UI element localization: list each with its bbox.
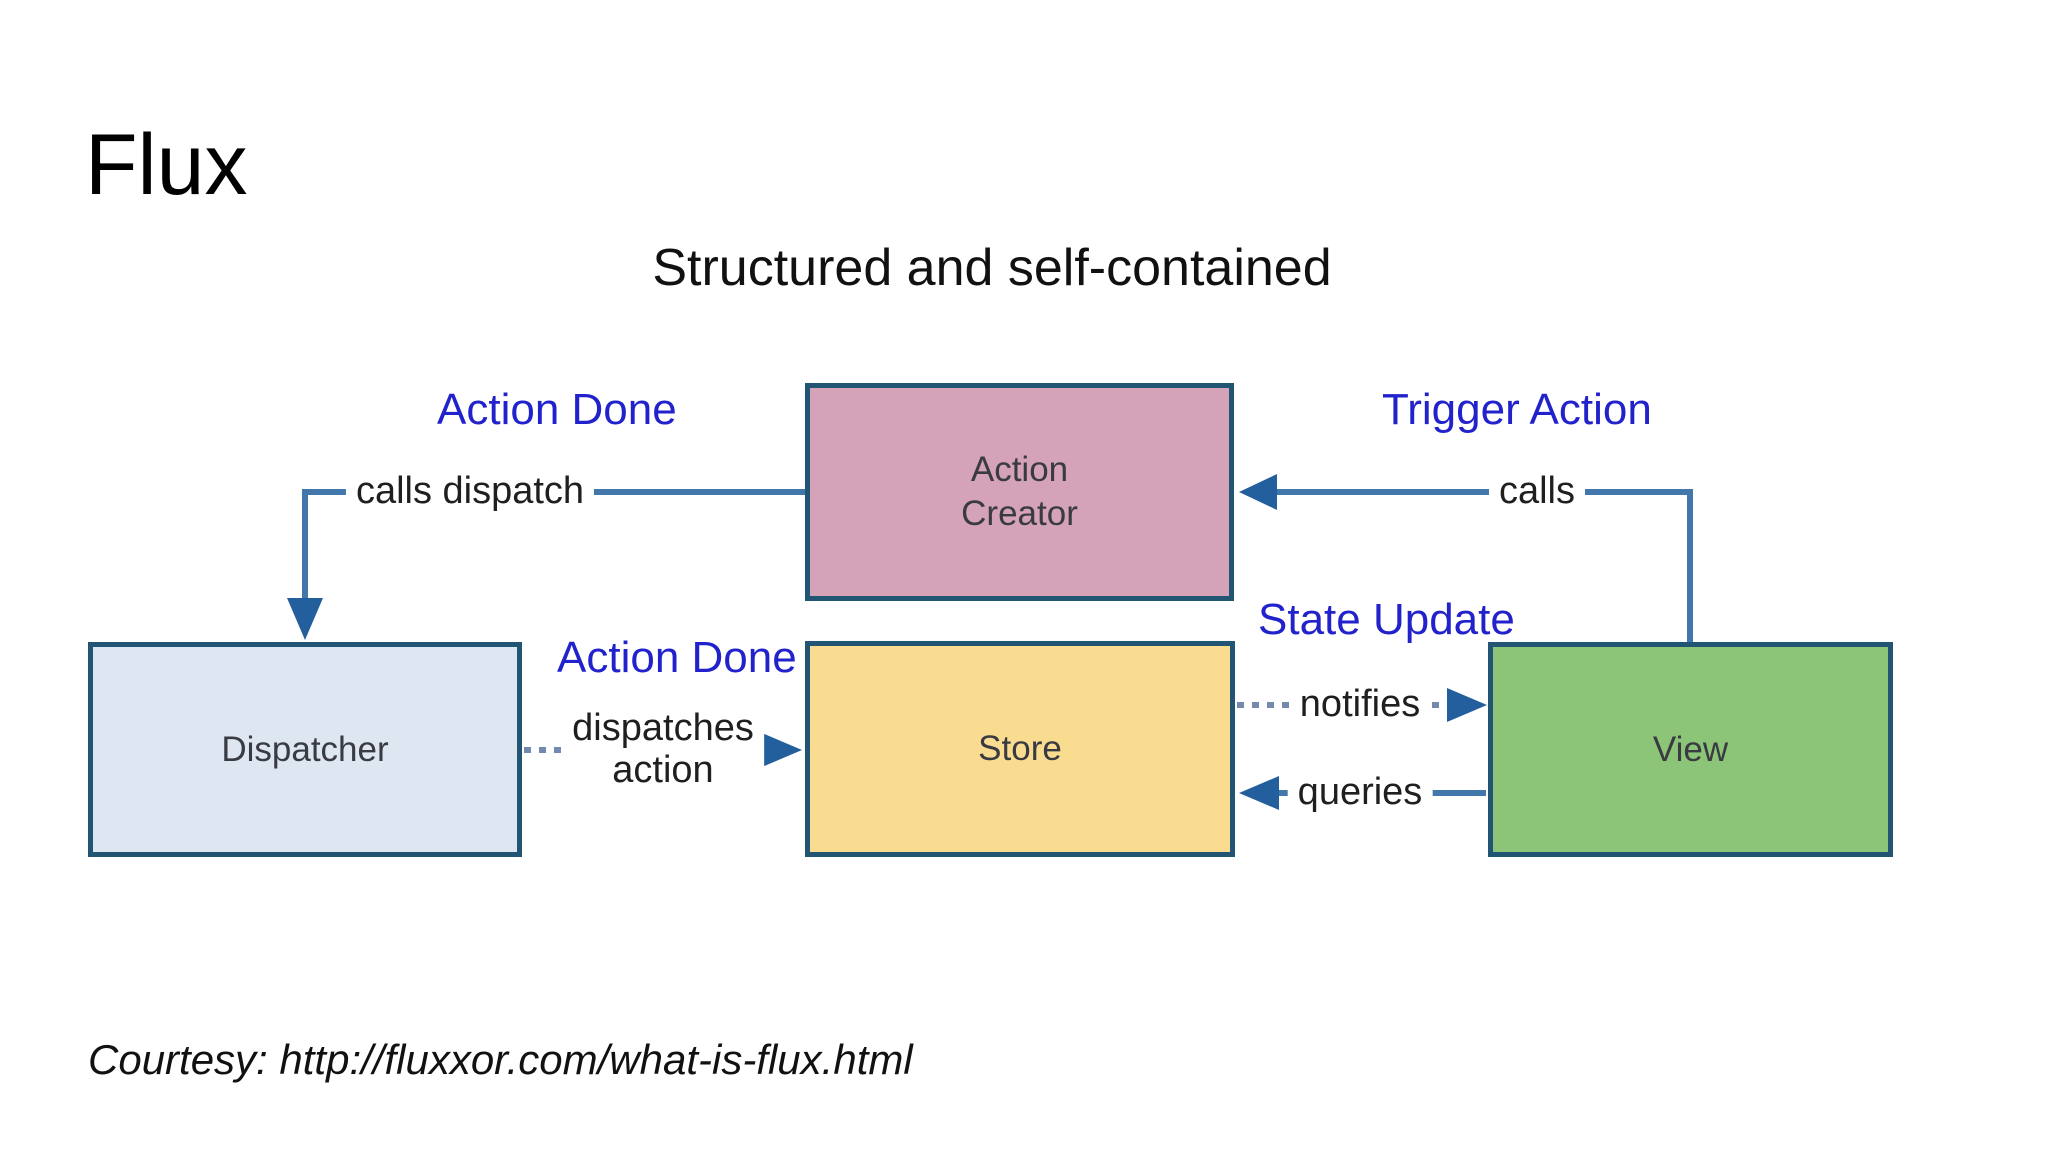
flow-label-action-done: Action Done xyxy=(437,385,677,434)
edge-label-dispatches-action: dispatches action xyxy=(562,706,764,794)
flow-label-trigger-action: Trigger Action xyxy=(1382,385,1652,434)
arrow-left-icon xyxy=(1239,776,1279,810)
arrow-right-icon xyxy=(1447,688,1487,722)
edge-label-calls-dispatch: calls dispatch xyxy=(345,469,595,515)
node-view-label: View xyxy=(1652,729,1729,769)
node-dispatcher-label: Dispatcher xyxy=(221,729,389,769)
flow-label-state-update: State Update xyxy=(1258,595,1515,644)
slide-subtitle: Structured and self-contained xyxy=(652,239,1332,297)
page-title: Flux xyxy=(85,117,248,213)
edge-calls-dispatch-line xyxy=(302,489,805,602)
arrow-left-icon xyxy=(1239,474,1277,510)
node-action-creator: Action Creator xyxy=(805,383,1234,601)
flow-label-action-done: Action Done xyxy=(557,633,797,682)
arrow-right-icon xyxy=(762,733,802,767)
edge-label-calls: calls xyxy=(1488,469,1586,515)
node-view: View xyxy=(1488,642,1893,857)
arrow-down-icon xyxy=(287,598,323,640)
node-action-creator-label: Action Creator xyxy=(961,450,1078,533)
edge-calls-line xyxy=(1277,489,1693,642)
node-store-label: Store xyxy=(978,729,1062,769)
node-dispatcher: Dispatcher xyxy=(88,642,522,857)
edge-label-queries: queries xyxy=(1287,770,1433,816)
edge-label-notifies: notifies xyxy=(1289,682,1431,728)
node-store: Store xyxy=(805,641,1235,857)
credit-text: Courtesy: http://fluxxor.com/what-is-flu… xyxy=(88,1036,913,1083)
